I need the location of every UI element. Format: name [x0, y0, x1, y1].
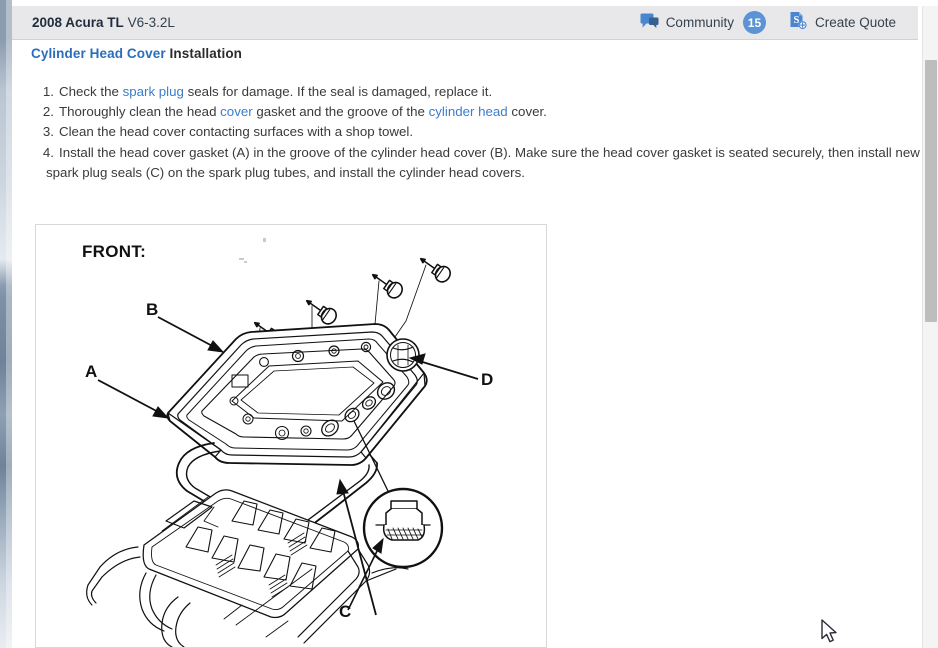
page-title-link[interactable]: Cylinder Head Cover: [31, 46, 166, 61]
procedure-step: 3. Clean the head cover contacting surfac…: [33, 122, 918, 142]
procedure-step-text: Clean the head cover contacting surfaces…: [59, 124, 413, 139]
page-title-suffix: Installation: [165, 46, 243, 61]
procedure-step-number: 4.: [42, 144, 54, 160]
step-text-fragment: Install the head cover gasket (A) in the…: [46, 144, 920, 180]
callout-c: [347, 537, 384, 611]
community-label: Community: [665, 15, 734, 30]
procedure-step-text: Check the spark plug seals for damage. I…: [59, 84, 492, 99]
callout-pointer-cover: [336, 478, 377, 616]
step-text-fragment: Thoroughly clean the head: [59, 104, 221, 120]
left-sidebar-rail-highlight: [6, 0, 12, 648]
procedure-step: 4.Install the head cover gasket (A) in t…: [12, 143, 926, 183]
step-text-fragment: gasket and the groove of the: [252, 104, 429, 120]
procedure-step-number: 1.: [42, 84, 54, 99]
create-quote-button[interactable]: S Create Quote: [788, 11, 896, 34]
callout-label-b: B: [146, 300, 158, 319]
community-count-badge: 15: [742, 11, 766, 34]
create-quote-label: Create Quote: [814, 15, 896, 30]
chat-bubbles-icon: [640, 13, 659, 33]
figure-panel: FRONT:: [35, 224, 547, 648]
app-header-bar: 2008 Acura TL V6-3.2L Community 15 S: [12, 6, 918, 40]
step-text-fragment: Clean the head cover contacting surfaces…: [59, 124, 414, 140]
procedure-step-list: 1. Check the spark plug seals for damage.…: [12, 82, 920, 183]
step-text-fragment: seals for damage. If the seal is damaged…: [183, 84, 493, 99]
callout-label-a: A: [85, 362, 97, 381]
page-title: Cylinder Head Cover Installation: [31, 46, 918, 61]
step-text-fragment: Check the: [59, 84, 123, 99]
cylinder-head-cover-diagram: A B C D: [85, 238, 493, 647]
left-sidebar-rail[interactable]: [0, 0, 12, 648]
procedure-step-text: Thoroughly clean the head cover gasket a…: [59, 104, 547, 119]
vehicle-title: 2008 Acura TL V6-3.2L: [32, 15, 175, 30]
procedure-step: 2. Thoroughly clean the head cover gasket…: [33, 102, 918, 122]
callout-a: [97, 379, 170, 419]
vehicle-name: 2008 Acura TL: [32, 15, 124, 30]
header-actions: Community 15 S Create Quote: [640, 11, 896, 34]
procedure-step-number: 3.: [42, 124, 54, 140]
article-content: Cylinder Head Cover Installation 1. Check…: [12, 41, 920, 648]
page-right-edge: [920, 0, 922, 648]
procedure-step-number: 2.: [42, 104, 54, 120]
procedure-step-text: Install the head cover gasket (A) in the…: [46, 145, 920, 180]
callout-b: [157, 316, 225, 353]
document-dollar-icon: S: [788, 11, 808, 34]
callout-label-d: D: [481, 370, 493, 389]
callout-d: [408, 353, 479, 380]
community-button[interactable]: Community 15: [640, 11, 766, 34]
vehicle-engine: V6-3.2L: [127, 15, 175, 30]
inline-link[interactable]: spark plug: [122, 84, 184, 99]
procedure-step: 1. Check the spark plug seals for damage.…: [33, 82, 918, 102]
vertical-scrollbar-track[interactable]: [922, 6, 938, 648]
figure-orientation-label: FRONT:: [82, 242, 147, 261]
svg-text:S: S: [793, 15, 799, 26]
inline-link[interactable]: cover: [220, 104, 253, 120]
inline-link[interactable]: cylinder head: [428, 104, 508, 120]
step-text-fragment: cover.: [507, 104, 547, 120]
vertical-scrollbar-thumb[interactable]: [925, 60, 937, 322]
callout-label-c: C: [339, 602, 351, 621]
